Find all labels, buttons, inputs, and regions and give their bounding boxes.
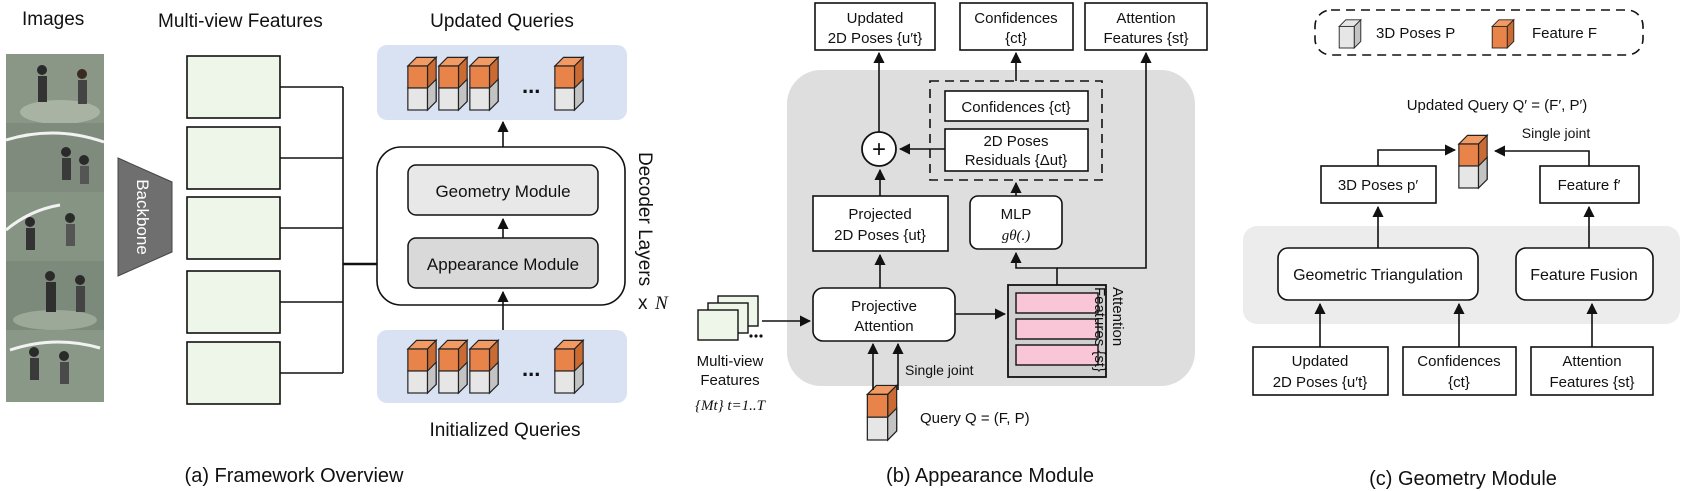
feature-f-label: Feature f′ [1558, 177, 1621, 194]
multiview-features-line3: {Mt} t=1..T [695, 398, 767, 414]
camera-view-3 [5, 192, 104, 261]
sum-node-symbol: + [872, 136, 886, 163]
feature-map-3 [186, 196, 281, 260]
confidences-output-line1: Confidences [974, 10, 1057, 27]
confidences-output-box [959, 2, 1074, 51]
updated-query-cubes [407, 56, 584, 111]
camera-view-2 [5, 123, 105, 192]
feature-fusion-label: Feature Fusion [1530, 267, 1638, 284]
initialized-query-cubes [407, 339, 584, 394]
projected-2d-poses-line2: 2D Poses {ut} [834, 227, 926, 244]
updated-query-cube-icon [1458, 134, 1488, 189]
single-joint-label-c: Single joint [1522, 125, 1591, 141]
poses-3d-box [1320, 165, 1437, 204]
projective-attention-line1: Projective [851, 298, 917, 315]
panel-b-appearance-module: Updated 2D Poses {u′t} Confidences {ct} … [695, 2, 1208, 487]
feature-map-4 [186, 270, 281, 334]
caption-b: (b) Appearance Module [886, 465, 1094, 487]
confidences-input-line1: Confidences [1417, 353, 1500, 370]
backbone-block [117, 157, 173, 277]
legend-feature-label: Feature F [1532, 25, 1597, 42]
attention-feature-row-1 [1015, 292, 1099, 314]
attention-features-side-line1: Attention [1109, 287, 1126, 346]
confidences-output-line2: {ct} [1005, 30, 1027, 47]
attention-features-input-line2: Features {st} [1549, 374, 1634, 391]
mlp-line2: gθ(.) [1002, 228, 1031, 244]
updated-queries-label: Updated Queries [430, 11, 574, 32]
updated-2d-poses-input-line1: Updated [1292, 353, 1349, 370]
appearance-module-label: Appearance Module [427, 255, 579, 274]
attention-feature-row-2 [1015, 318, 1099, 340]
multiview-features-line2: Features [700, 372, 759, 389]
images-label: Images [22, 9, 84, 30]
camera-view-4 [6, 261, 104, 330]
geometric-triangulation-label: Geometric Triangulation [1293, 267, 1463, 284]
residuals-box [944, 128, 1089, 172]
feature-fusion-box [1515, 247, 1654, 301]
residuals-line2: Residuals {Δut} [965, 152, 1068, 169]
query-label: Query Q = (F, P) [920, 410, 1030, 427]
multiview-features-line1: Multi-view [697, 353, 764, 370]
attention-features-side-line2: Features {st} [1091, 287, 1108, 372]
attention-feature-row-3 [1015, 344, 1099, 366]
geometry-module-box [407, 164, 599, 216]
geometry-arrows [1314, 144, 1598, 347]
legend-feature-icon [1491, 19, 1515, 49]
appearance-arrows [762, 51, 1152, 390]
residuals-line1: 2D Poses [983, 133, 1048, 150]
feature-map-1 [186, 55, 281, 119]
updated-query-label: Updated Query Q′ = (F′, P′) [1407, 97, 1588, 114]
attention-features-output-line2: Features {st} [1103, 30, 1188, 47]
updated-2d-poses-input-line2: 2D Poses {u′t} [1273, 374, 1368, 391]
multiview-features-label: Multi-view Features [158, 11, 323, 32]
initialized-queries-ellipsis: ... [522, 356, 540, 381]
projective-attention-line2: Attention [854, 318, 913, 335]
legend-3d-pose-icon [1338, 19, 1362, 49]
feature-map-2 [186, 126, 281, 190]
backbone-label: Backbone [133, 179, 152, 255]
panel-a-framework-overview: Images Multi-view Features [5, 9, 669, 487]
confidences-inner-box [944, 90, 1089, 122]
times-n-x: x [638, 293, 648, 314]
panel-c-geometry-module: 3D Poses P Feature F Updated Query Q′ = … [1243, 9, 1680, 490]
geometry-module-label: Geometry Module [435, 182, 570, 201]
confidences-inner-label: Confidences {ct} [961, 99, 1070, 116]
camera-view-1 [6, 54, 104, 124]
legend-3d-poses-label: 3D Poses P [1376, 25, 1455, 42]
caption-a: (a) Framework Overview [185, 465, 404, 487]
mlp-line1: MLP [1001, 206, 1032, 223]
decoder-layers-label: Decoder Layers [634, 152, 655, 286]
caption-c: (c) Geometry Module [1369, 468, 1557, 490]
initialized-queries-label: Initialized Queries [429, 420, 580, 441]
projected-2d-poses-line1: Projected [848, 206, 911, 223]
updated-2d-poses-line1: Updated [847, 10, 904, 27]
camera-view-5 [6, 330, 104, 402]
updated-2d-poses-input-box [1252, 346, 1389, 396]
feature-map-5 [186, 341, 281, 405]
confidences-input-line2: {ct} [1448, 374, 1470, 391]
multiview-features-stack [697, 295, 763, 341]
attention-features-input-line1: Attention [1562, 353, 1621, 370]
updated-2d-poses-line2: 2D Poses {u′t} [828, 30, 923, 47]
times-n-symbol: N [654, 293, 669, 314]
updated-2d-poses-box [814, 2, 936, 51]
query-cube-icon [866, 384, 898, 441]
attention-features-output-line1: Attention [1116, 10, 1175, 27]
updated-queries-ellipsis: ... [522, 73, 540, 98]
camera-image-strip [5, 54, 105, 402]
attention-features-output-box [1084, 2, 1208, 51]
poses-3d-label: 3D Poses p′ [1338, 177, 1419, 194]
single-joint-label-b: Single joint [905, 362, 974, 378]
